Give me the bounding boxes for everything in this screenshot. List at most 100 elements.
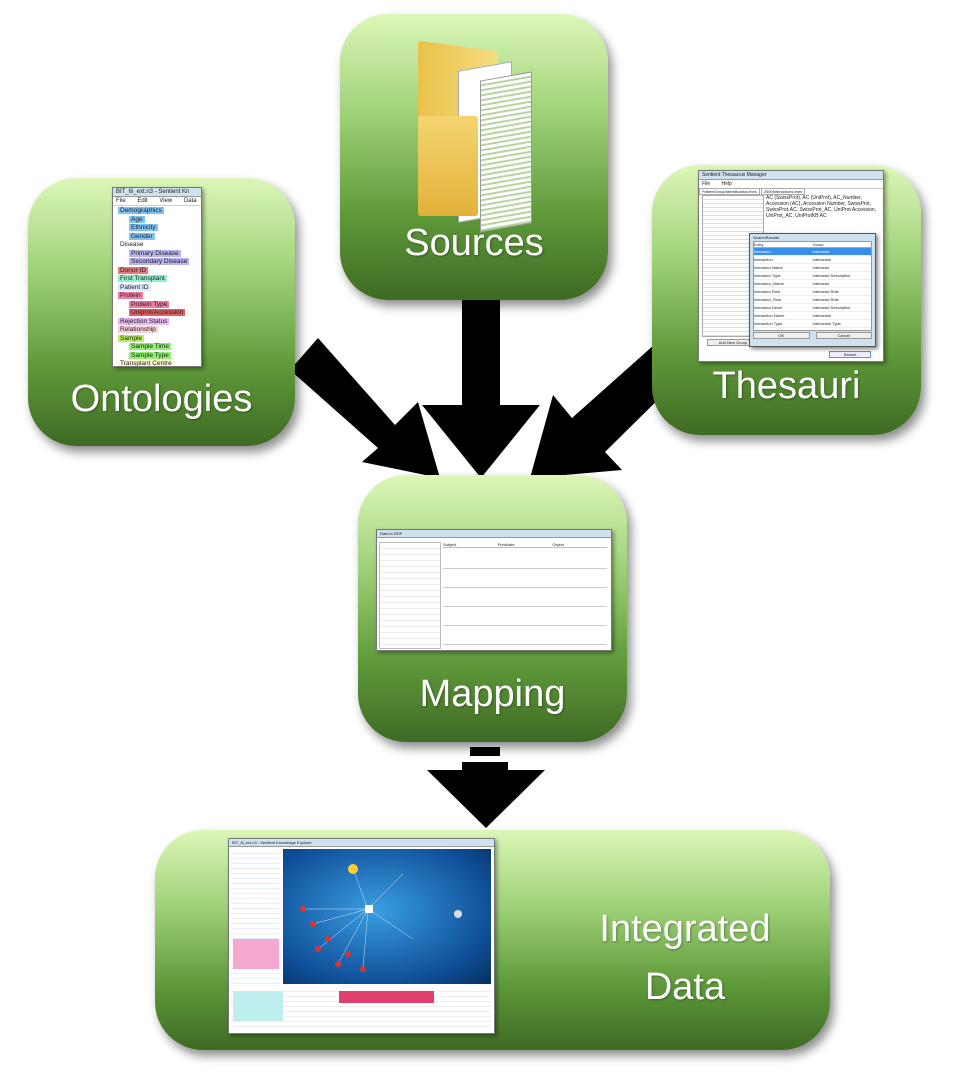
results-cell: Interactor	[812, 281, 830, 286]
ontology-tree-item[interactable]: Transplant Centre	[115, 360, 199, 367]
results-cell: Interactor	[754, 249, 771, 254]
results-row[interactable]: Interactor Role Interactor Role	[754, 288, 871, 296]
ontology-tree-item-label: Sample Time	[129, 343, 171, 350]
menu-edit[interactable]: Edit	[137, 198, 148, 204]
results-cell: Interaction	[754, 257, 773, 262]
ontology-tree-item[interactable]: Age	[115, 215, 199, 225]
menu-file[interactable]: File	[702, 181, 711, 187]
ontology-tree-item-label: Ethnicity	[129, 224, 158, 231]
ontology-tree-item-label: Transplant Centre	[118, 360, 174, 367]
graph-view[interactable]	[283, 849, 491, 984]
thesaurus-description: AC (SwissProt), AC (UniProt), AC_Number,…	[766, 195, 877, 219]
integrated-data-node: BIT_6i_ext.n3 - Sentient Knowledge Explo…	[155, 830, 830, 1050]
ontology-tree-item[interactable]: Donor ID	[115, 266, 199, 276]
results-column-header: Entry	[754, 242, 764, 247]
ontology-tree-item-label: Protein	[118, 292, 143, 299]
ontology-tree-item-label: Rejection Status	[118, 317, 170, 325]
ontology-tree-item-label: First Transplant	[118, 275, 167, 282]
column-subject: Subject	[443, 542, 457, 547]
results-cell: Interactor Description	[812, 273, 851, 278]
results-row[interactable]: Interaction Interaction	[754, 256, 871, 264]
results-cell: Interactor Type	[754, 273, 781, 278]
ontology-tree-item[interactable]: Disease	[115, 241, 199, 250]
search-button[interactable]: Search	[829, 351, 871, 358]
column-predicate: Predicate	[497, 542, 515, 547]
ontology-tree-item[interactable]: Relationship	[115, 326, 199, 335]
ontology-tree-item[interactable]: Protein Type	[115, 300, 199, 310]
menu-help[interactable]: Help	[721, 181, 732, 187]
integrated-data-label: Integrated Data	[599, 908, 771, 1008]
ontology-tree-item[interactable]: Sample	[115, 334, 199, 344]
ontology-tree-item[interactable]: Gender	[115, 232, 199, 242]
results-row[interactable]: Interactor Name Interactor	[754, 264, 871, 272]
ontology-tree-item[interactable]: Uniprot/Accession	[115, 309, 199, 318]
ontology-tree-item[interactable]: Sample Type	[115, 351, 199, 361]
ontology-tree-item-label: Patient ID	[118, 283, 151, 291]
ontology-tree-item-label: Primary Disease	[129, 249, 181, 257]
ontology-tree-item[interactable]: Protein	[115, 292, 199, 301]
arrow-thesauri-to-mapping	[530, 336, 690, 478]
integrated-window-thumbnail: BIT_6i_ext.n3 - Sentient Knowledge Explo…	[228, 838, 495, 1034]
results-row[interactable]: Interactor Descr Interactor Description	[754, 304, 871, 312]
thesaurus-window-thumbnail: Sentient Thesaurus Manager File Help Pat…	[698, 170, 884, 362]
ontology-tree-item[interactable]: Patient ID	[115, 283, 199, 293]
results-cell: Interaction Type	[813, 328, 872, 330]
ontology-window-thumbnail: BIT_6i_ext.n3 - Sentient Kn File Edit Vi…	[112, 187, 202, 367]
sources-node: Sources	[340, 14, 608, 300]
results-cell: Interactor Name	[754, 265, 783, 270]
results-cell: Interactor Role	[812, 289, 839, 294]
results-cell: Interactor Description	[812, 305, 851, 310]
arrow-ontologies-to-mapping	[290, 338, 440, 478]
mapping-window-title: Data to RDF	[377, 530, 611, 538]
ontology-tree-item-label: Sample Type	[129, 351, 171, 359]
ok-button[interactable]: OK	[753, 332, 810, 339]
thesaurus-window-title: Sentient Thesaurus Manager	[699, 171, 883, 180]
ontology-tree-item-label: Uniprot/Accession	[129, 309, 186, 316]
thesauri-node: Sentient Thesaurus Manager File Help Pat…	[652, 165, 921, 435]
integrated-window-title: BIT_6i_ext.n3 - Sentient Knowledge Explo…	[229, 839, 494, 847]
ontology-tree-item[interactable]: Ethnicity	[115, 224, 199, 233]
ontology-tree-item[interactable]: Demographics	[115, 207, 199, 216]
column-object: Object	[552, 542, 564, 547]
results-cell: Interactor_Role	[754, 297, 782, 302]
ontology-tree-item[interactable]: Sample Time	[115, 343, 199, 352]
results-cell: Interactor	[812, 265, 830, 270]
ontology-tree-item-label: Secondary Disease	[129, 258, 190, 265]
arrow-mapping-to-integrated	[427, 762, 545, 828]
menu-file[interactable]: File	[116, 198, 126, 204]
results-row[interactable]: Interactor Type Interactor Description	[754, 272, 871, 280]
results-column-header: Group	[812, 242, 824, 247]
ontology-tree-item[interactable]: Primary Disease	[115, 249, 199, 259]
sources-label: Sources	[404, 222, 544, 264]
ontology-tree-item[interactable]: Rejection Status	[115, 317, 199, 327]
menu-data[interactable]: Data	[183, 198, 197, 204]
results-row[interactable]: Interactor_Name Interactor	[754, 280, 871, 288]
results-cell: Interactor_Name	[754, 281, 784, 286]
results-cell: Interaction Type	[812, 321, 841, 326]
results-cell: Interaction Name	[754, 313, 785, 318]
arrow-sources-to-mapping	[422, 300, 540, 478]
mapping-label: Mapping	[419, 673, 566, 715]
results-cell: Interactor Descr	[754, 305, 783, 310]
mapping-window-thumbnail: Data to RDF Subject Predicate Object	[376, 529, 612, 651]
menu-view[interactable]: View	[159, 198, 173, 204]
results-cell: Interaction	[812, 257, 832, 262]
ontology-tree-item-label: Protein Type	[129, 300, 170, 308]
results-cell: Interactor Role	[754, 289, 781, 294]
ontologies-label: Ontologies	[70, 378, 253, 420]
cancel-button[interactable]: Cancel	[815, 332, 872, 339]
ontology-tree-item-label: Demographics	[118, 207, 164, 214]
tab-interactions[interactable]: 2000Interactions.thes	[760, 188, 806, 195]
ontology-tree-item[interactable]: First Transplant	[115, 275, 199, 284]
tab-patient-group[interactable]: PatientGroupIdentification.thes	[699, 188, 760, 195]
ontology-tree-item[interactable]: Secondary Disease	[115, 258, 199, 267]
